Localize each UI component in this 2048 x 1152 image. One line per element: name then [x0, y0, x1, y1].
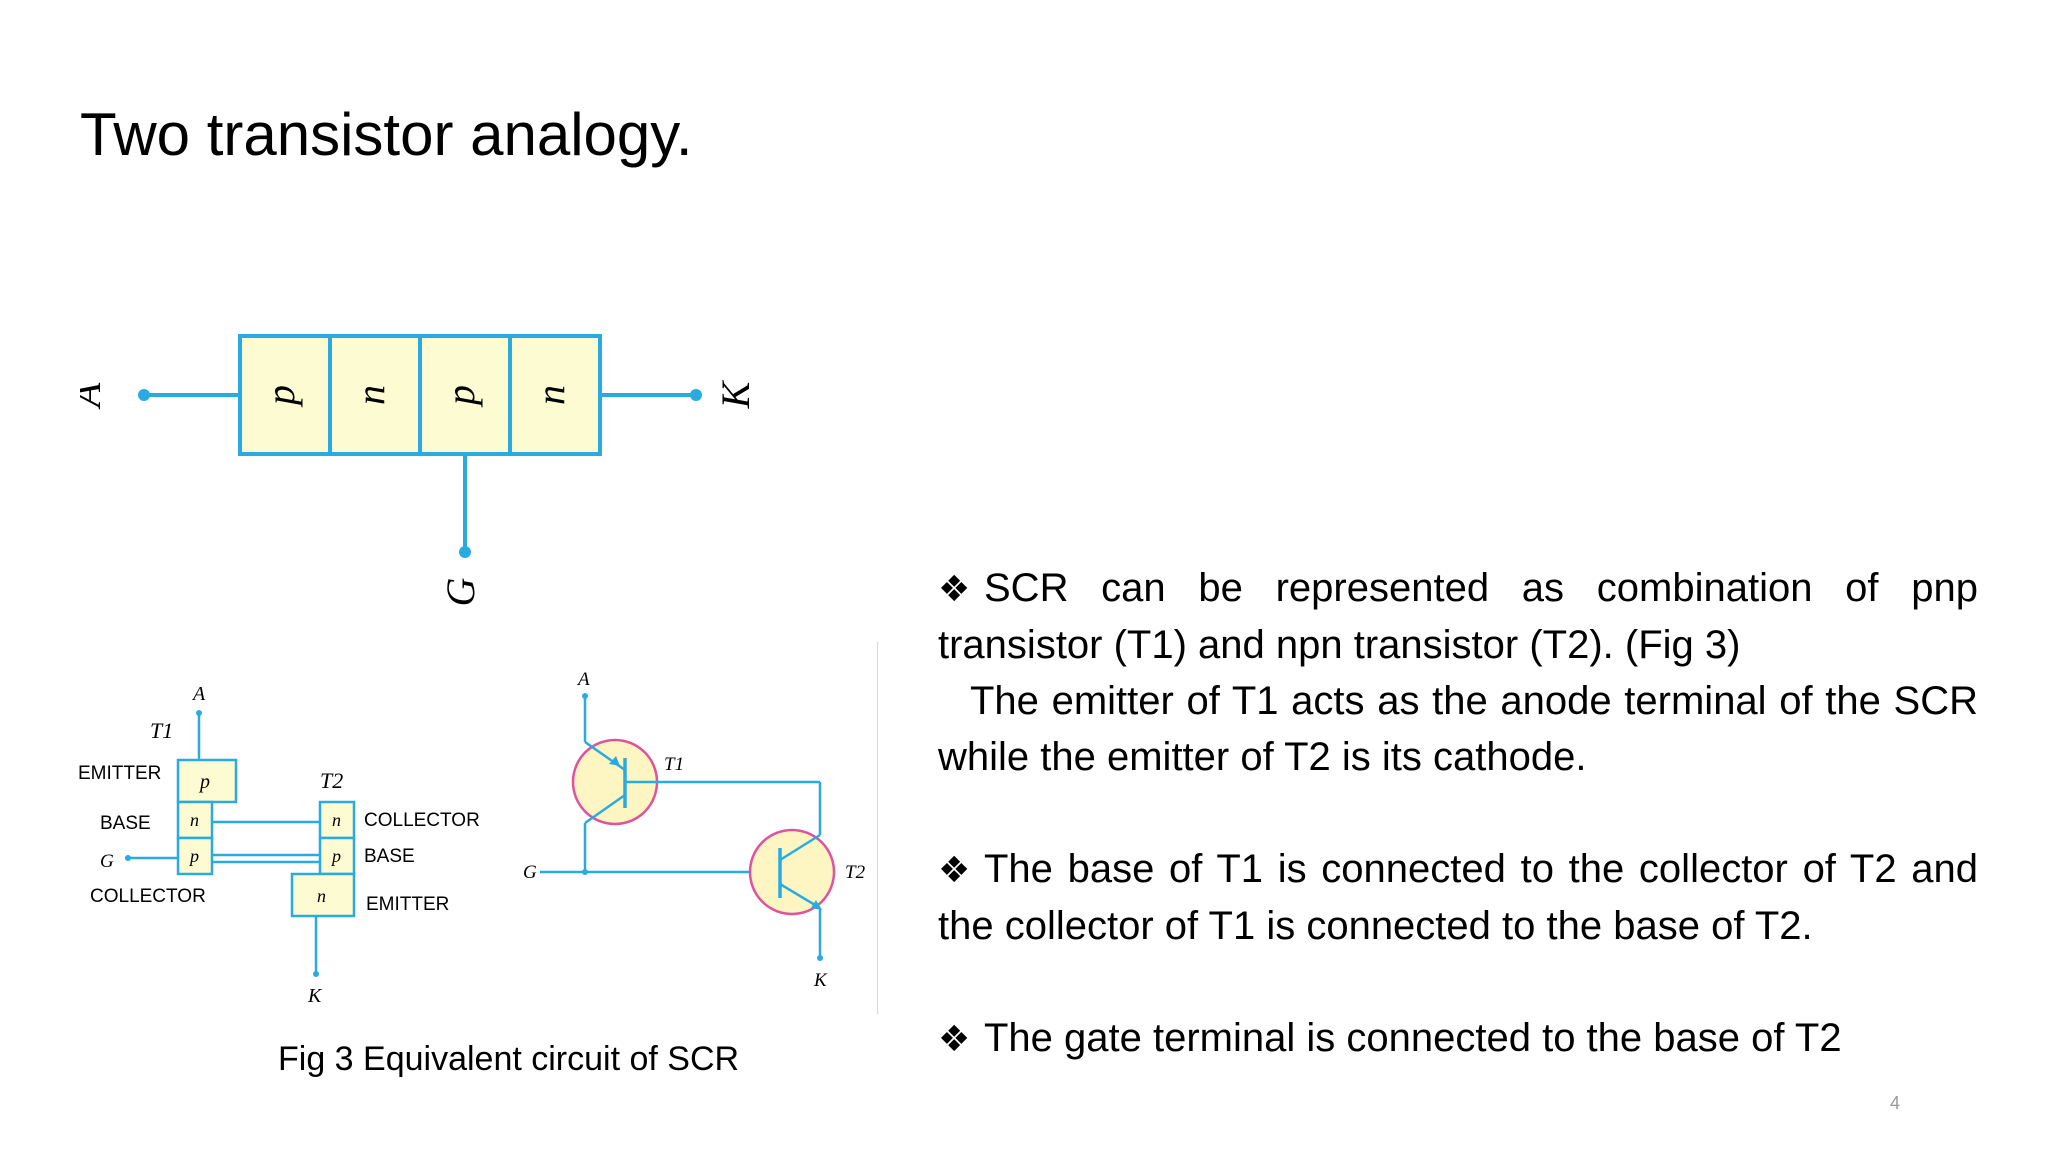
- layer-block-group: p n p n: [238, 334, 602, 456]
- figure-caption: Fig 3 Equivalent circuit of SCR: [278, 1040, 740, 1078]
- t1-emitter-label: EMITTER: [78, 763, 161, 784]
- gate-terminal-dot: [459, 546, 471, 558]
- t1-base-label: BASE: [100, 813, 151, 834]
- t1-collector-label: COLLECTOR: [90, 886, 206, 907]
- t1-layer-n: n: [190, 810, 199, 830]
- cathode-terminal-dot: [690, 389, 702, 401]
- cathode-label: K: [713, 379, 758, 409]
- t2-block-label: T2: [320, 768, 343, 793]
- bullet-2: ❖The base of T1 is connected to the coll…: [938, 841, 1978, 954]
- transistor-schematic: A T1 G T2 K: [523, 669, 866, 991]
- bullet-1: ❖SCR can be represented as combination o…: [938, 560, 1978, 673]
- anode-label: A: [80, 382, 109, 410]
- gate-label: G: [438, 577, 483, 606]
- t1-layer-p2: p: [188, 846, 199, 866]
- slide-title: Two transistor analogy.: [80, 101, 693, 168]
- split-model: T1 A p n p EMITTER BASE COLLECTOR G T2 n…: [78, 683, 480, 1007]
- t1-layer-p: p: [198, 771, 210, 793]
- bullet-1-marker: ❖: [938, 568, 971, 609]
- bullet-3: ❖ The gate terminal is connected to the b…: [938, 1010, 1978, 1067]
- cathode-label-schematic: K: [813, 970, 828, 991]
- layer-label-4: n: [528, 385, 573, 405]
- gate-label-small: G: [100, 851, 114, 872]
- equivalent-circuit-diagram: T1 A p n p EMITTER BASE COLLECTOR G T2 n…: [78, 669, 866, 1007]
- t1-schematic-label: T1: [664, 754, 684, 775]
- bullet-list: ❖SCR can be represented as combination o…: [938, 560, 1978, 1067]
- t2-layer-p: p: [330, 846, 341, 866]
- layer-label-1: p: [258, 385, 303, 408]
- bullet-2-marker: ❖: [938, 849, 971, 890]
- pnpn-structure-diagram: A p n p n K G: [80, 334, 758, 606]
- bullet-1-text: SCR can be represented as combination of…: [938, 566, 1978, 667]
- layer-label-2: n: [348, 385, 393, 405]
- cathode-label-small: K: [307, 985, 323, 1007]
- t2-emitter-label: EMITTER: [366, 894, 449, 915]
- anode-label-small: A: [191, 683, 206, 705]
- t2-base-label: BASE: [364, 846, 415, 867]
- bullet-3-marker: ❖: [938, 1018, 971, 1059]
- anode-label-schematic: A: [576, 669, 590, 690]
- bullet-1-continuation: The emitter of T1 acts as the anode term…: [938, 679, 1978, 779]
- layer-box-2: [328, 334, 422, 456]
- t2-layer-n2: n: [317, 886, 326, 906]
- t1-block-label: T1: [150, 718, 173, 743]
- anode-terminal-dot: [138, 389, 150, 401]
- bullet-2-text: The base of T1 is connected to the colle…: [938, 847, 1978, 948]
- page-number: 4: [1890, 1093, 1901, 1113]
- t2-layer-n: n: [332, 810, 341, 830]
- gate-label-schematic: G: [523, 862, 537, 883]
- t2-transistor-symbol: [748, 828, 836, 916]
- bullet-3-text: The gate terminal is connected to the ba…: [984, 1016, 1842, 1060]
- t2-collector-label: COLLECTOR: [364, 810, 480, 831]
- image-edge-divider: [877, 642, 878, 1014]
- layer-label-3: p: [438, 385, 483, 408]
- t2-schematic-label: T2: [845, 862, 866, 883]
